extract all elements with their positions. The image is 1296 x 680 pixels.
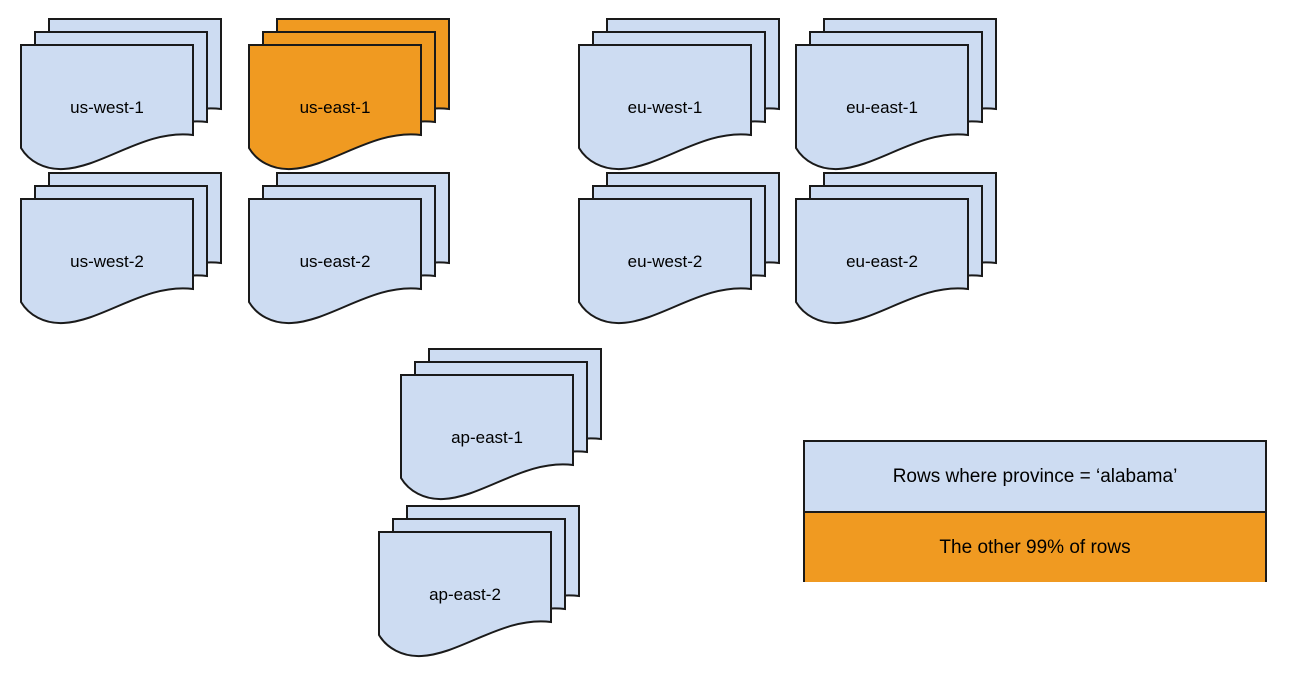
shard-stack-eu-east-1[interactable]: eu-east-1 xyxy=(795,18,997,191)
shard-shape-ap-east-1 xyxy=(400,348,602,501)
shard-card-3 xyxy=(20,198,194,325)
legend-row-1: Rows where province = ‘alabama’ xyxy=(805,442,1265,513)
shard-card-3 xyxy=(248,44,422,171)
shard-shape-eu-west-1 xyxy=(578,18,780,171)
shard-card-3 xyxy=(400,374,574,501)
shard-stack-eu-east-2[interactable]: eu-east-2 xyxy=(795,172,997,345)
shard-card-3 xyxy=(378,531,552,658)
shard-stack-ap-east-2[interactable]: ap-east-2 xyxy=(378,505,580,678)
shard-stack-eu-west-2[interactable]: eu-west-2 xyxy=(578,172,780,345)
shard-card-3 xyxy=(578,44,752,171)
shard-stack-eu-west-1[interactable]: eu-west-1 xyxy=(578,18,780,191)
shard-stack-us-west-1[interactable]: us-west-1 xyxy=(20,18,222,191)
shard-card-3 xyxy=(795,44,969,171)
shard-card-3 xyxy=(795,198,969,325)
legend-row-2: The other 99% of rows xyxy=(805,513,1265,582)
legend-label: Rows where province = ‘alabama’ xyxy=(892,465,1178,487)
shard-shape-us-west-1 xyxy=(20,18,222,171)
shard-shape-us-west-2 xyxy=(20,172,222,325)
shard-card-3 xyxy=(20,44,194,171)
legend: Rows where province = ‘alabama’ The other… xyxy=(803,440,1267,582)
shard-stack-us-west-2[interactable]: us-west-2 xyxy=(20,172,222,345)
shard-shape-us-east-2 xyxy=(248,172,450,325)
shard-stack-us-east-2[interactable]: us-east-2 xyxy=(248,172,450,345)
shard-card-3 xyxy=(578,198,752,325)
shard-stack-ap-east-1[interactable]: ap-east-1 xyxy=(400,348,602,521)
legend-label: The other 99% of rows xyxy=(939,536,1131,558)
shard-shape-eu-east-2 xyxy=(795,172,997,325)
shard-card-3 xyxy=(248,198,422,325)
shard-shape-us-east-1 xyxy=(248,18,450,171)
shard-shape-eu-west-2 xyxy=(578,172,780,325)
shard-stack-us-east-1[interactable]: us-east-1 xyxy=(248,18,450,191)
shard-shape-eu-east-1 xyxy=(795,18,997,171)
shard-shape-ap-east-2 xyxy=(378,505,580,658)
